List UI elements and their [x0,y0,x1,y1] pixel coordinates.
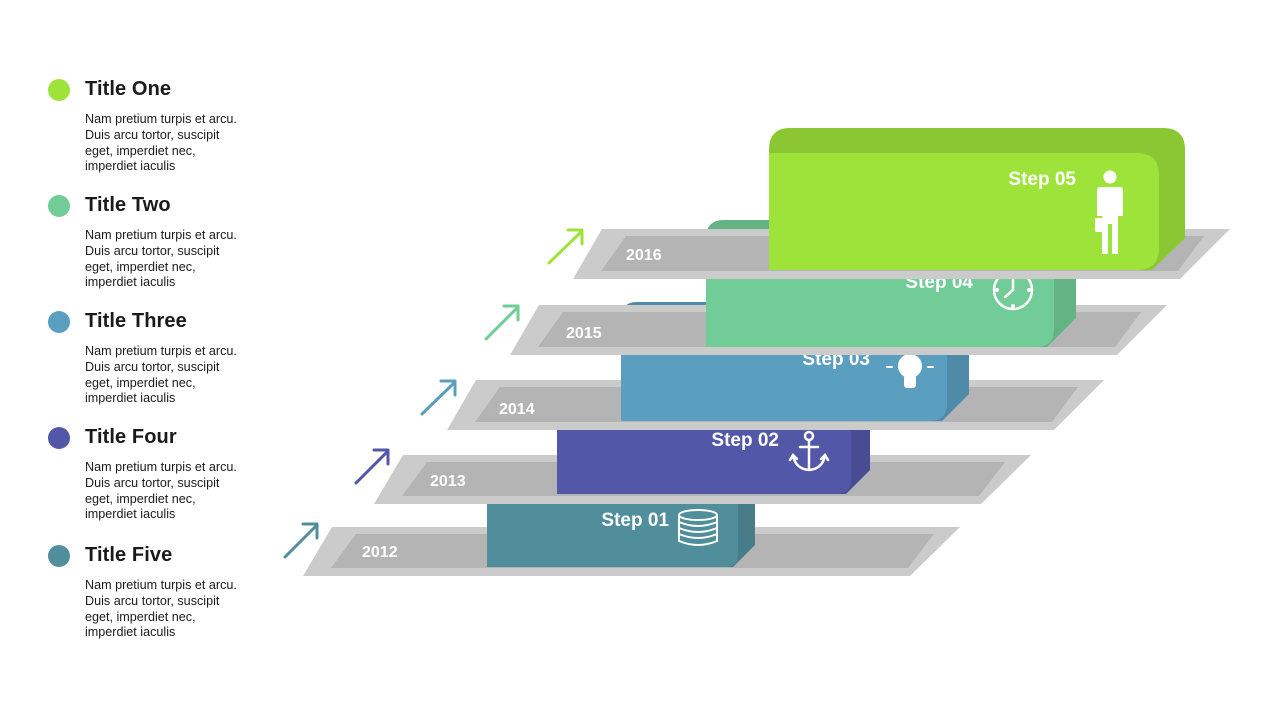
legend-title: Title Two [85,194,171,216]
businessman-icon [1095,170,1123,254]
arrow-icon [484,304,520,341]
legend-dot [48,427,70,449]
legend-title: Title One [85,78,172,100]
step-05: 2016 Step 05 [547,128,1230,279]
legend-title: Title Five [85,544,173,566]
step-label: Step 01 [601,510,669,531]
year-label: 2013 [430,473,466,490]
legend-dot [48,79,70,101]
legend-body: Nam pretium turpis et arcu. Duis arcu to… [85,228,237,290]
step-block-front [769,153,1159,270]
arrow-icon [354,448,390,485]
legend-title: Title Three [85,310,187,332]
arrow-icon [547,228,584,265]
year-label: 2014 [499,401,535,418]
lightbulb-icon [886,342,934,388]
arrow-icon [420,379,457,416]
step-label: Step 02 [711,430,779,451]
step-label: Step 05 [1008,169,1076,190]
legend-body: Nam pretium turpis et arcu. Duis arcu to… [85,578,237,640]
legend: Title One Nam pretium turpis et arcu. Du… [48,0,288,720]
year-label: 2016 [626,247,662,264]
legend-dot [48,311,70,333]
legend-body: Nam pretium turpis et arcu. Duis arcu to… [85,344,237,406]
year-label: 2015 [566,325,602,342]
legend-body: Nam pretium turpis et arcu. Duis arcu to… [85,112,237,174]
legend-title: Title Four [85,426,177,448]
arrow-icon [283,522,319,559]
anchor-icon [788,430,830,472]
step-block-front [487,492,738,567]
legend-dot [48,195,70,217]
year-label: 2012 [362,544,398,561]
legend-dot [48,545,70,567]
legend-body: Nam pretium turpis et arcu. Duis arcu to… [85,460,237,522]
coin-stack-icon [678,509,718,546]
